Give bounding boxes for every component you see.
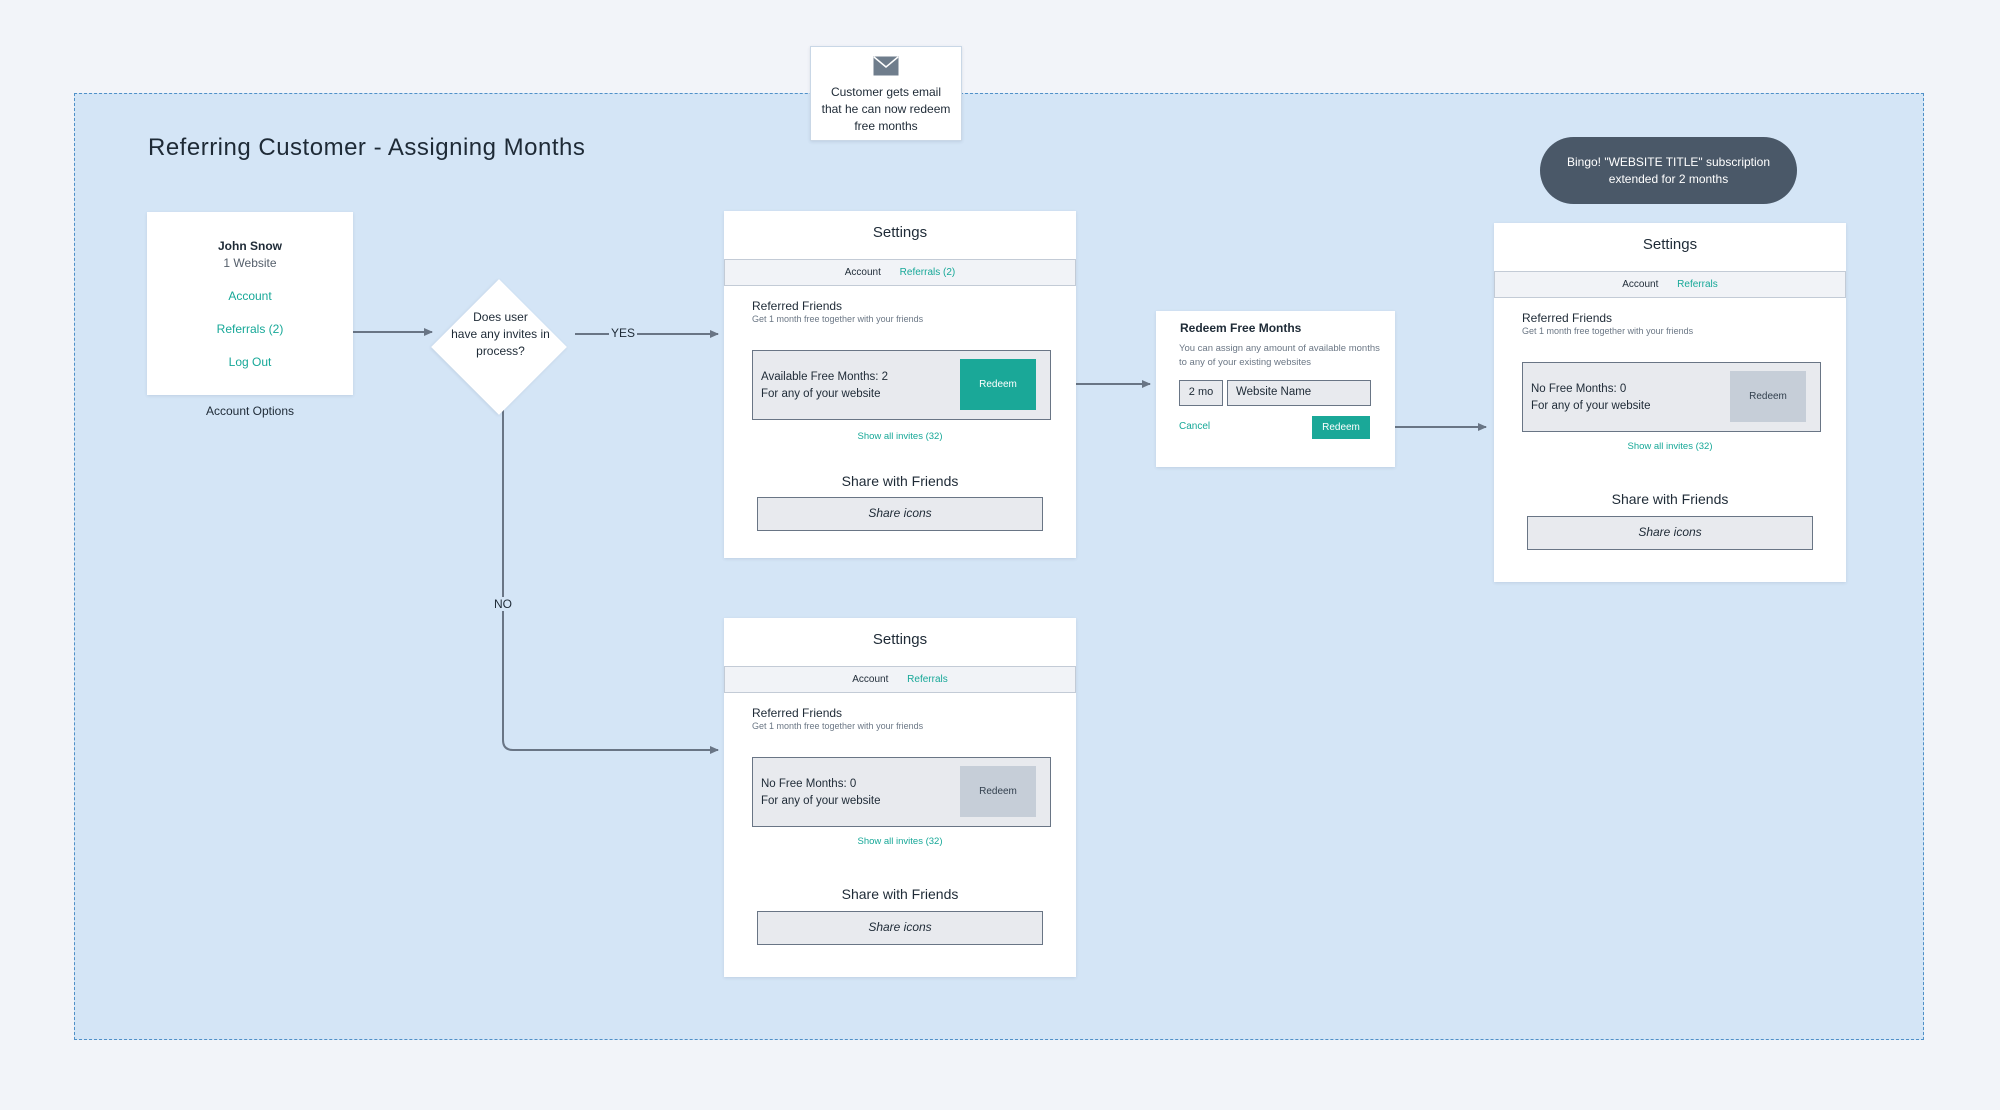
tab-account[interactable]: Account [844,267,881,278]
settings-card-after: Settings Account Referrals Referred Frie… [1494,223,1846,582]
no-label: NO [492,597,514,611]
free-months-count: Available Free Months: 2 [761,371,888,383]
account-name: John Snow [218,239,282,253]
show-invites-link[interactable]: Show all invites (32) [857,836,943,847]
email-note: Customer gets email that he can now rede… [810,46,962,141]
redeem-dialog-title: Redeem Free Months [1180,321,1302,335]
referred-title: Referred Friends [752,299,843,313]
envelope-icon [873,56,899,76]
free-months-scope: For any of your website [1531,400,1651,412]
account-sites: 1 Website [223,256,277,270]
settings-title: Settings [872,631,928,648]
months-input[interactable]: 2 mo [1179,380,1223,406]
email-note-line: that he can now redeem [821,102,951,116]
email-note-line: Customer gets email [830,85,942,99]
logout-link[interactable]: Log Out [228,355,272,369]
share-icons-box[interactable]: Share icons [757,911,1043,945]
decision-line: have any invites in [451,327,550,341]
account-link[interactable]: Account [228,289,272,303]
show-invites-link[interactable]: Show all invites (32) [857,431,943,442]
settings-tabs: Account Referrals (2) [724,259,1076,286]
yes-label: YES [609,326,638,340]
redeem-button[interactable]: Redeem [960,766,1036,817]
share-icons-box[interactable]: Share icons [1527,516,1813,550]
success-toast-line: extended for 2 months [1608,172,1729,186]
redeem-button[interactable]: Redeem [960,359,1036,410]
free-months-count: No Free Months: 0 [1531,383,1627,395]
redeem-button[interactable]: Redeem [1730,371,1806,422]
account-panel: John Snow 1 Website Account Referrals (2… [147,212,353,395]
show-invites-link[interactable]: Show all invites (32) [1627,441,1713,452]
redeem-dialog-description: You can assign any amount of available m… [1179,343,1380,368]
referred-subtitle: Get 1 month free together with your frie… [1522,326,1694,336]
referred-subtitle: Get 1 month free together with your frie… [752,721,924,731]
email-note-line: free months [854,119,918,133]
arrow-no-to-settings [502,392,719,754]
decision-line: process? [476,344,525,358]
website-select[interactable]: Website Name [1227,380,1371,406]
tab-referrals[interactable]: Referrals [1677,279,1718,290]
free-months-count: No Free Months: 0 [761,778,857,790]
tab-account[interactable]: Account [852,674,889,685]
free-months-scope: For any of your website [761,795,881,807]
free-months-box: No Free Months: 0 For any of your websit… [1522,362,1821,432]
share-title: Share with Friends [841,473,959,489]
free-months-scope: For any of your website [761,388,881,400]
dialog-redeem-button[interactable]: Redeem [1312,416,1370,439]
settings-card-available: Settings Account Referrals (2) Referred … [724,211,1076,558]
settings-title: Settings [1642,236,1698,253]
tab-referrals[interactable]: Referrals (2) [899,267,956,278]
settings-title: Settings [872,224,928,241]
free-months-box: Available Free Months: 2 For any of your… [752,350,1051,420]
tab-referrals[interactable]: Referrals [907,674,948,685]
decision-text: Does user have any invites in process? [440,309,561,360]
settings-tabs: Account Referrals [1494,271,1846,298]
referred-title: Referred Friends [1522,311,1613,325]
referred-subtitle: Get 1 month free together with your frie… [752,314,924,324]
share-title: Share with Friends [1611,491,1729,507]
success-toast: Bingo! "WEBSITE TITLE" subscription exte… [1540,137,1797,204]
share-icons-box[interactable]: Share icons [757,497,1043,531]
decision-line: Does user [473,310,528,324]
referrals-link[interactable]: Referrals (2) [216,322,284,336]
tab-account[interactable]: Account [1622,279,1659,290]
free-months-box: No Free Months: 0 For any of your websit… [752,757,1051,827]
flow-title: Referring Customer - Assigning Months [148,134,586,161]
share-title: Share with Friends [841,886,959,902]
settings-tabs: Account Referrals [724,666,1076,693]
cancel-button[interactable]: Cancel [1179,421,1211,432]
referred-title: Referred Friends [752,706,843,720]
account-caption: Account Options [205,404,295,418]
success-toast-line: Bingo! "WEBSITE TITLE" subscription [1566,155,1771,169]
settings-card-none: Settings Account Referrals Referred Frie… [724,618,1076,977]
